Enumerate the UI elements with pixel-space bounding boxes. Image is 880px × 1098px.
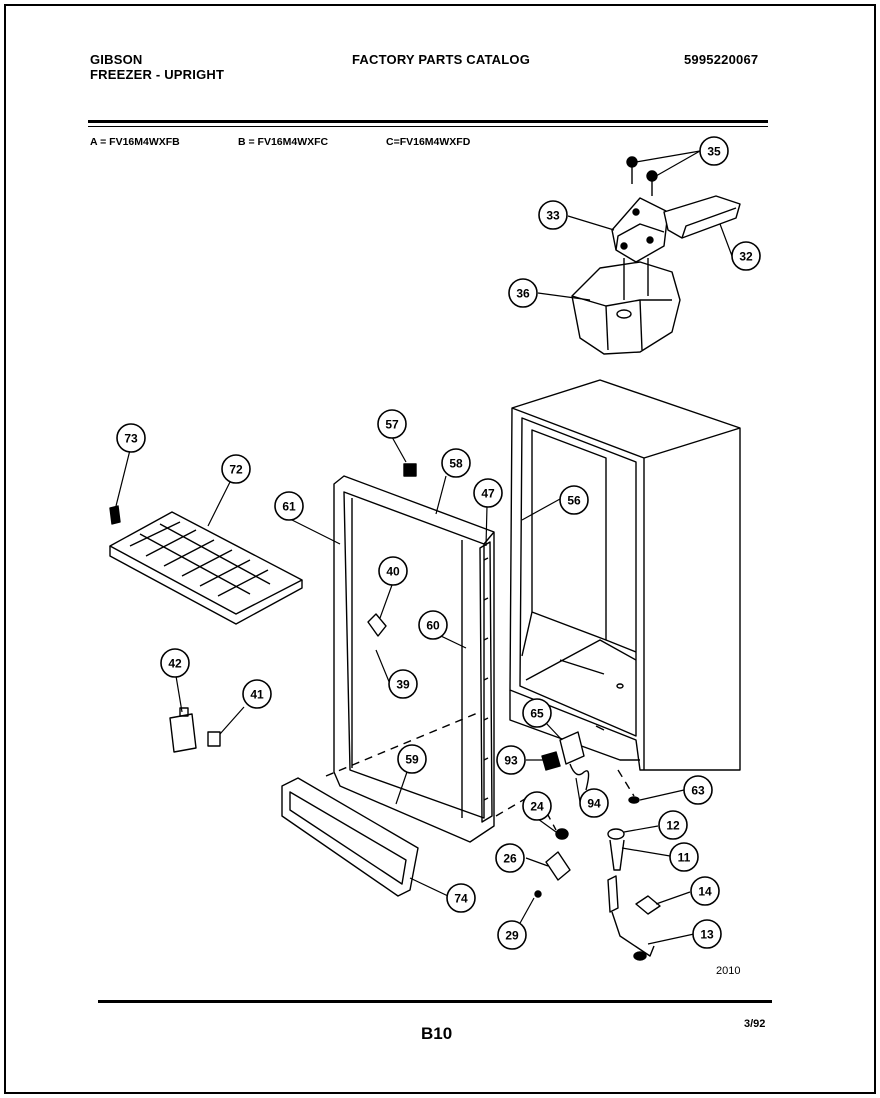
model-c: C=FV16M4WXFD	[386, 136, 471, 148]
footer-rule	[98, 1000, 772, 1003]
callout-14: 14	[690, 876, 720, 906]
callout-57: 57	[377, 409, 407, 439]
svg-text:14: 14	[698, 885, 712, 899]
callout-56: 56	[559, 485, 589, 515]
callout-35: 35	[699, 136, 729, 166]
housing-36-part	[571, 258, 681, 355]
bulb-41-part	[207, 731, 221, 747]
callout-12: 12	[658, 810, 688, 840]
page-code: B10	[421, 1024, 453, 1043]
svg-text:65: 65	[530, 707, 544, 721]
callout-74: 74	[446, 883, 476, 913]
svg-text:24: 24	[530, 800, 544, 814]
svg-text:56: 56	[567, 494, 581, 508]
gasket-47-part	[479, 541, 493, 823]
svg-text:33: 33	[546, 209, 560, 223]
light-42-part	[169, 707, 197, 753]
cap-57-part	[403, 463, 417, 477]
clip-73-part	[109, 505, 121, 525]
callout-47: 47	[473, 478, 503, 508]
svg-text:29: 29	[505, 929, 519, 943]
callout-65: 65	[522, 698, 552, 728]
hinge-32-part	[663, 195, 741, 239]
kickplate-74-part	[281, 777, 419, 897]
bracket-33-part	[611, 197, 669, 263]
switch-65-93-94-parts	[541, 725, 605, 791]
callout-11: 11	[669, 842, 699, 872]
svg-text:72: 72	[229, 463, 243, 477]
svg-text:39: 39	[396, 678, 410, 692]
catalog-number: 5995220067	[684, 52, 759, 67]
brand-name: GIBSON	[90, 52, 143, 67]
svg-text:61: 61	[282, 500, 296, 514]
revision-date: 3/92	[744, 1018, 766, 1030]
svg-text:73: 73	[124, 432, 138, 446]
callout-39: 39	[388, 669, 418, 699]
callout-59: 59	[397, 744, 427, 774]
callout-58: 58	[441, 448, 471, 478]
svg-text:93: 93	[504, 754, 518, 768]
callout-29: 29	[497, 920, 527, 950]
svg-text:57: 57	[385, 418, 399, 432]
svg-text:32: 32	[739, 250, 753, 264]
model-a: A = FV16M4WXFB	[90, 136, 180, 148]
callout-26: 26	[495, 843, 525, 873]
svg-text:13: 13	[700, 928, 714, 942]
svg-text:35: 35	[707, 145, 721, 159]
callout-60: 60	[418, 610, 448, 640]
header-rule-thin	[88, 126, 768, 127]
svg-text:26: 26	[503, 852, 517, 866]
svg-text:40: 40	[386, 565, 400, 579]
callouts: 35 33 32 36 73 72 57 58 61 47 56 40 60 3…	[116, 136, 761, 950]
product-type: FREEZER - UPRIGHT	[90, 67, 225, 82]
callout-73: 73	[116, 423, 146, 453]
callout-40: 40	[378, 556, 408, 586]
callout-61: 61	[274, 491, 304, 521]
callout-13: 13	[692, 919, 722, 949]
callout-72: 72	[221, 454, 251, 484]
shelf-72-part	[109, 511, 303, 625]
svg-text:42: 42	[168, 657, 182, 671]
leader-lines	[115, 150, 733, 945]
latch-40-part	[367, 613, 387, 637]
callout-93: 93	[496, 745, 526, 775]
svg-text:63: 63	[691, 784, 705, 798]
valve-24-26-29-parts	[534, 828, 571, 898]
callout-32: 32	[731, 241, 761, 271]
callout-42: 42	[160, 648, 190, 678]
header-rule	[88, 120, 768, 123]
svg-text:12: 12	[666, 819, 680, 833]
figure-code: 2010	[716, 965, 741, 977]
page-border	[4, 4, 876, 1094]
cabinet-body-part	[509, 379, 741, 771]
svg-text:47: 47	[481, 487, 495, 501]
svg-text:94: 94	[587, 797, 601, 811]
leveler-11-12-13-14-parts	[607, 828, 661, 961]
callout-33: 33	[538, 200, 568, 230]
door-panel-part	[333, 475, 495, 843]
model-b: B = FV16M4WXFC	[238, 136, 329, 148]
svg-text:74: 74	[454, 892, 468, 906]
svg-text:36: 36	[516, 287, 530, 301]
callout-24: 24	[522, 791, 552, 821]
leg-63-part	[628, 796, 640, 804]
svg-text:11: 11	[678, 851, 691, 865]
callout-94: 94	[579, 788, 609, 818]
catalog-title: FACTORY PARTS CATALOG	[352, 52, 531, 67]
svg-text:59: 59	[405, 753, 419, 767]
svg-text:60: 60	[426, 619, 440, 633]
screw-35-parts	[626, 156, 658, 196]
callout-63: 63	[683, 775, 713, 805]
callout-41: 41	[242, 679, 272, 709]
svg-text:58: 58	[449, 457, 463, 471]
callout-36: 36	[508, 278, 538, 308]
svg-text:41: 41	[250, 688, 264, 702]
